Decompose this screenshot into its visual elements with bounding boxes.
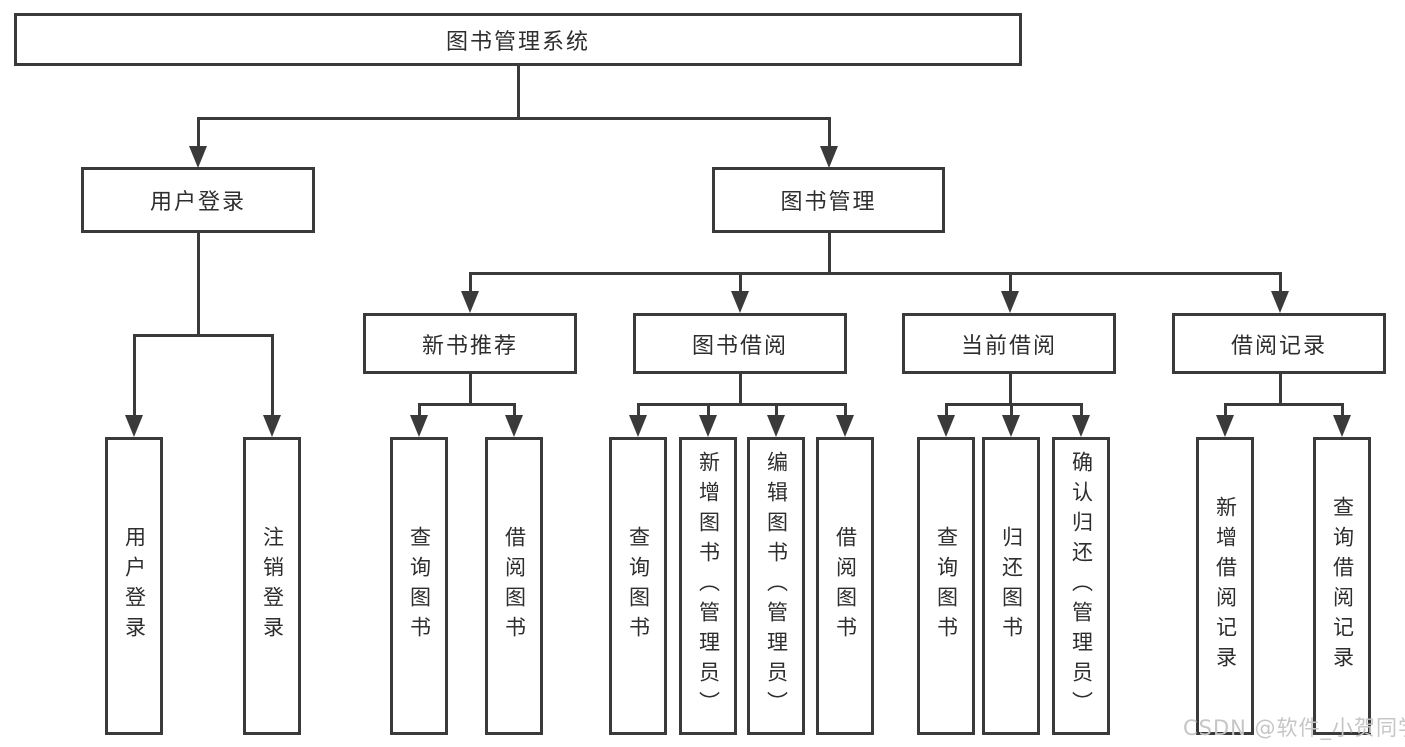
- arrow-down-icon: [1216, 415, 1234, 437]
- connector-line: [945, 403, 1082, 406]
- connector-line: [1080, 403, 1083, 419]
- connector-line: [469, 373, 472, 406]
- arrow-down-icon: [1271, 291, 1289, 313]
- arrow-down-icon: [836, 415, 854, 437]
- csdn-watermark: CSDN @软件_小贺同学: [1183, 716, 1405, 740]
- leaf-add-borrow-record: 新增借阅记录: [1196, 437, 1254, 735]
- connector-line: [1009, 272, 1012, 295]
- arrow-down-icon: [125, 415, 143, 437]
- node-book-borrow: 图书借阅: [633, 313, 847, 374]
- arrow-down-icon: [461, 291, 479, 313]
- leaf-borrow-books: 借阅图书: [816, 437, 874, 735]
- connector-line: [513, 403, 516, 419]
- connector-line: [1224, 403, 1227, 419]
- connector-line: [844, 403, 847, 419]
- node-new-book-recommend: 新书推荐: [363, 313, 577, 374]
- connector-line: [739, 272, 742, 295]
- arrow-down-icon: [699, 415, 717, 437]
- arrow-down-icon: [820, 146, 838, 168]
- connector-line: [775, 403, 778, 419]
- connector-line: [1224, 403, 1343, 406]
- arrow-down-icon: [1333, 415, 1351, 437]
- connector-line: [197, 117, 200, 149]
- arrow-down-icon: [189, 146, 207, 168]
- connector-line: [828, 232, 831, 275]
- leaf-query-books-recommend: 查询图书: [390, 437, 448, 735]
- arrow-down-icon: [731, 291, 749, 313]
- arrow-down-icon: [1001, 291, 1019, 313]
- arrow-down-icon: [629, 415, 647, 437]
- connector-line: [1279, 373, 1282, 406]
- leaf-query-books-current: 查询图书: [917, 437, 975, 735]
- leaf-confirm-return-admin: 确认归还（管理员）: [1052, 437, 1110, 735]
- connector-line: [469, 272, 1281, 275]
- arrow-down-icon: [410, 415, 428, 437]
- connector-line: [197, 232, 200, 336]
- connector-line: [828, 117, 831, 149]
- arrow-down-icon: [505, 415, 523, 437]
- connector-line: [637, 403, 640, 419]
- node-book-management: 图书管理: [712, 167, 945, 233]
- leaf-query-borrow-record: 查询借阅记录: [1313, 437, 1371, 735]
- leaf-user-login: 用户登录: [105, 437, 163, 735]
- connector-line: [739, 373, 742, 406]
- node-user-login: 用户登录: [81, 167, 315, 233]
- node-current-borrow: 当前借阅: [902, 313, 1116, 374]
- arrow-down-icon: [767, 415, 785, 437]
- connector-line: [1009, 373, 1012, 406]
- leaf-return-books: 归还图书: [982, 437, 1040, 735]
- connector-line: [271, 334, 274, 419]
- node-borrow-records: 借阅记录: [1172, 313, 1386, 374]
- node-root: 图书管理系统: [14, 13, 1022, 66]
- arrow-down-icon: [1072, 415, 1090, 437]
- connector-line: [133, 334, 136, 419]
- leaf-logout: 注销登录: [243, 437, 301, 735]
- connector-line: [1341, 403, 1344, 419]
- connector-line: [517, 65, 520, 120]
- arrow-down-icon: [1002, 415, 1020, 437]
- connector-line: [469, 272, 472, 295]
- connector-line: [418, 403, 421, 419]
- leaf-borrow-books-recommend: 借阅图书: [485, 437, 543, 735]
- leaf-add-book-admin: 新增图书（管理员）: [679, 437, 737, 735]
- connector-line: [1010, 403, 1013, 419]
- connector-line: [707, 403, 710, 419]
- connector-line: [197, 117, 831, 120]
- connector-line: [1279, 272, 1282, 295]
- arrow-down-icon: [937, 415, 955, 437]
- leaf-edit-book-admin: 编辑图书（管理员）: [747, 437, 805, 735]
- connector-line: [133, 334, 274, 337]
- arrow-down-icon: [263, 415, 281, 437]
- connector-line: [637, 403, 846, 406]
- connector-line: [418, 403, 516, 406]
- connector-line: [945, 403, 948, 419]
- leaf-query-books-borrow: 查询图书: [609, 437, 667, 735]
